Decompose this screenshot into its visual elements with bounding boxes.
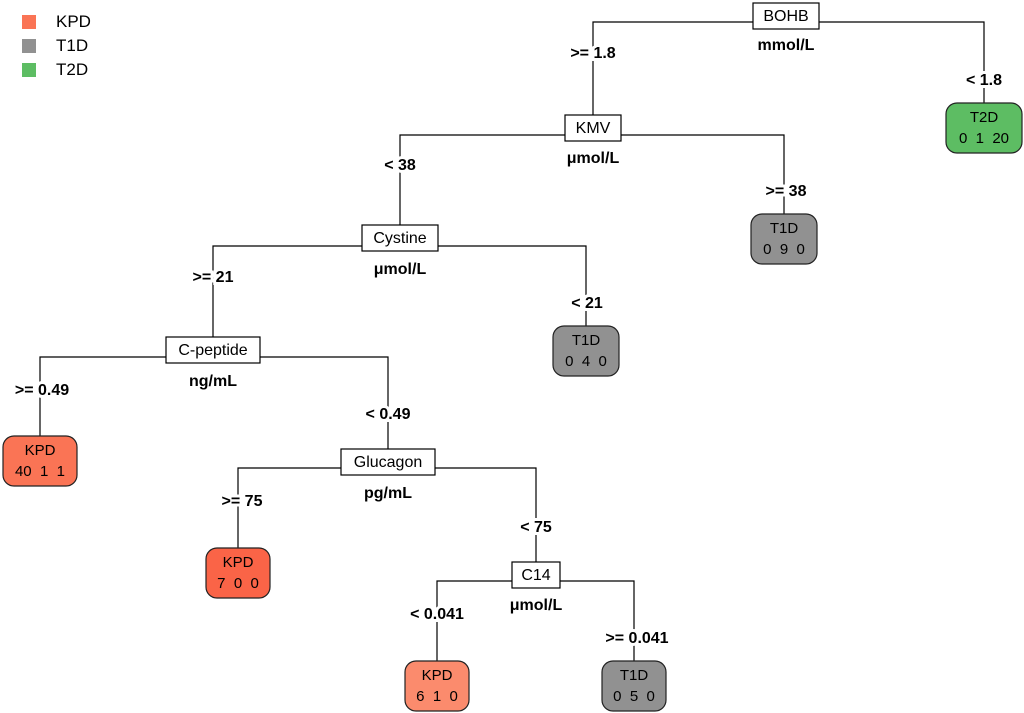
leaf-box-leaf-t1d-b (552, 325, 620, 377)
leaf-node-t1d: T1D 0 4 0 (552, 325, 620, 377)
leaf-node-t1d: T1D 0 9 0 (750, 213, 818, 265)
legend-label-t1d: T1D (56, 36, 89, 55)
leaf-counts-leaf-t1d-a: 0 9 0 (763, 241, 805, 258)
leaf-node-kpd: KPD 7 0 0 (205, 547, 271, 599)
split-unit-c14: μmol/L (510, 597, 563, 614)
edge-bohb-to-kmv (592, 21, 786, 115)
split-unit-c-peptide: ng/mL (189, 373, 237, 390)
split-unit-kmv: μmol/L (567, 150, 620, 167)
leaf-box-leaf-kpd-a (2, 435, 78, 487)
edge-kmv-to-leaf_t1d_a (593, 134, 785, 214)
leaf-counts-leaf-kpd-b: 7 0 0 (217, 575, 259, 592)
legend-item-t2d: T2D (22, 58, 91, 82)
split-box-c-peptide (165, 336, 261, 364)
split-variable-c-peptide: C-peptide (178, 342, 247, 359)
legend-label-kpd: KPD (56, 12, 91, 31)
edge-label-kmv-to-leaf_t1d_a: >= 38 (766, 183, 807, 200)
leaf-box-leaf-t2d (945, 102, 1023, 154)
edge-kmv-to-cystine (399, 134, 593, 225)
leaf-box-leaf-t1d-c (601, 660, 667, 712)
edge-label-cystine-to-leaf_t1d_b: < 21 (571, 295, 603, 312)
leaf-class-leaf-kpd-a: KPD (25, 442, 56, 459)
edge-label-cpeptide-to-leaf_kpd_a: >= 0.49 (15, 382, 69, 399)
leaf-node-kpd: KPD 40 1 1 (2, 435, 78, 487)
leaf-node-t2d: T2D 0 1 20 (945, 102, 1023, 154)
leaf-counts-leaf-t2d: 0 1 20 (959, 130, 1009, 147)
split-unit-cystine: μmol/L (374, 261, 427, 278)
edge-label-c14-to-leaf_t1d_c: >= 0.041 (605, 630, 668, 647)
leaf-counts-leaf-t1d-b: 0 4 0 (565, 353, 607, 370)
edge-c14-to-leaf_kpd_c (436, 580, 536, 661)
split-box-cystine (361, 224, 439, 252)
leaf-box-leaf-kpd-b (205, 547, 271, 599)
leaf-class-leaf-t1d-a: T1D (770, 220, 799, 237)
edge-cpeptide-to-leaf_kpd_a (39, 356, 213, 436)
edge-label-kmv-to-cystine: < 38 (384, 157, 416, 174)
edge-label-glucagon-to-leaf_kpd_b: >= 75 (222, 493, 263, 510)
split-variable-glucagon: Glucagon (354, 454, 423, 471)
legend-label-t2d: T2D (56, 60, 89, 79)
leaf-counts-leaf-kpd-a: 40 1 1 (15, 463, 65, 480)
legend-swatch-t2d (22, 63, 36, 77)
leaf-class-leaf-kpd-c: KPD (422, 667, 453, 684)
edge-label-bohb-to-kmv: >= 1.8 (570, 45, 615, 62)
leaf-box-leaf-t1d-a (750, 213, 818, 265)
edge-bohb-to-leaf_t2d (786, 21, 985, 103)
edge-label-cystine-to-cpeptide: >= 21 (193, 269, 234, 286)
edge-label-glucagon-to-c14: < 75 (520, 519, 552, 536)
split-variable-c14: C14 (521, 567, 550, 584)
split-box-bohb (752, 2, 820, 30)
edge-label-cpeptide-to-glucagon: < 0.49 (366, 406, 411, 423)
split-box-c14 (511, 561, 561, 589)
split-box-kmv (564, 114, 622, 142)
edge-cystine-to-cpeptide (212, 245, 400, 337)
edge-cystine-to-leaf_t1d_b (400, 245, 587, 326)
leaf-node-t1d: T1D 0 5 0 (601, 660, 667, 712)
split-node-c14: C14 μmol/L (507, 561, 565, 617)
split-variable-bohb: BOHB (763, 8, 808, 25)
split-unit-glucagon: pg/mL (364, 485, 412, 502)
edge-cpeptide-to-glucagon (213, 356, 389, 449)
leaf-class-leaf-t2d: T2D (970, 109, 999, 126)
leaf-class-leaf-kpd-b: KPD (223, 554, 254, 571)
legend-swatch-kpd (22, 15, 36, 29)
edge-label-bohb-to-leaf_t2d: < 1.8 (966, 72, 1002, 89)
edge-c14-to-leaf_t1d_c (536, 580, 635, 661)
leaf-counts-leaf-kpd-c: 6 1 0 (416, 688, 458, 705)
legend-swatch-t1d (22, 39, 36, 53)
split-box-glucagon (340, 448, 436, 476)
edge-label-c14-to-leaf_kpd_c: < 0.041 (410, 606, 464, 623)
tree-edges: >= 1.8 < 1.8 < 38 >= 38 >= 21 < 21 >= 0.49 < 0.… (12, 21, 1005, 661)
split-node-glucagon: Glucagon pg/mL (340, 448, 436, 505)
split-node-bohb: BOHB mmol/L (752, 2, 820, 57)
split-unit-bohb: mmol/L (758, 37, 815, 54)
split-node-cystine: Cystine μmol/L (361, 224, 439, 281)
edge-glucagon-to-c14 (388, 467, 537, 562)
legend: KPD T1D T2D (22, 10, 91, 82)
edge-glucagon-to-leaf_kpd_b (237, 467, 388, 548)
leaf-node-kpd: KPD 6 1 0 (404, 660, 470, 712)
legend-item-kpd: KPD (22, 10, 91, 34)
split-node-kmv: KMV μmol/L (564, 114, 622, 170)
legend-item-t1d: T1D (22, 34, 91, 58)
leaf-class-leaf-t1d-b: T1D (572, 332, 601, 349)
leaf-class-leaf-t1d-c: T1D (620, 667, 649, 684)
leaf-box-leaf-kpd-c (404, 660, 470, 712)
split-variable-kmv: KMV (576, 120, 611, 137)
split-variable-cystine: Cystine (373, 230, 426, 247)
leaf-counts-leaf-t1d-c: 0 5 0 (613, 688, 655, 705)
split-node-c-peptide: C-peptide ng/mL (165, 336, 261, 393)
